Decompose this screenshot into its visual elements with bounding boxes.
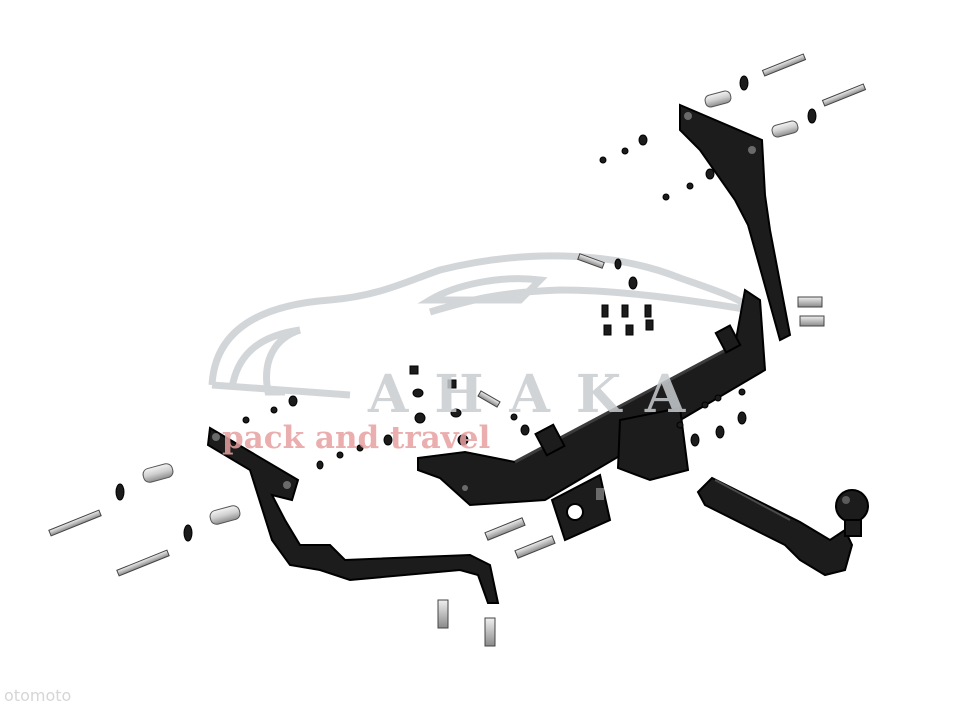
watermark-car-icon	[208, 252, 757, 399]
left-mounting-bracket	[206, 426, 500, 604]
tow-bar-crossbeam	[417, 288, 767, 507]
tow-ball-neck	[696, 476, 854, 577]
tow-ball	[835, 489, 869, 537]
spacer-sleeves	[142, 90, 799, 525]
watermark-brand: AHAKA	[368, 364, 712, 425]
washers	[115, 75, 817, 542]
bolts	[48, 53, 867, 647]
right-mounting-bracket	[679, 103, 792, 342]
watermark-tagline: pack and travel	[222, 420, 491, 456]
socket-plate	[550, 406, 690, 542]
nuts	[242, 147, 746, 459]
corner-watermark: otomoto	[4, 686, 72, 705]
